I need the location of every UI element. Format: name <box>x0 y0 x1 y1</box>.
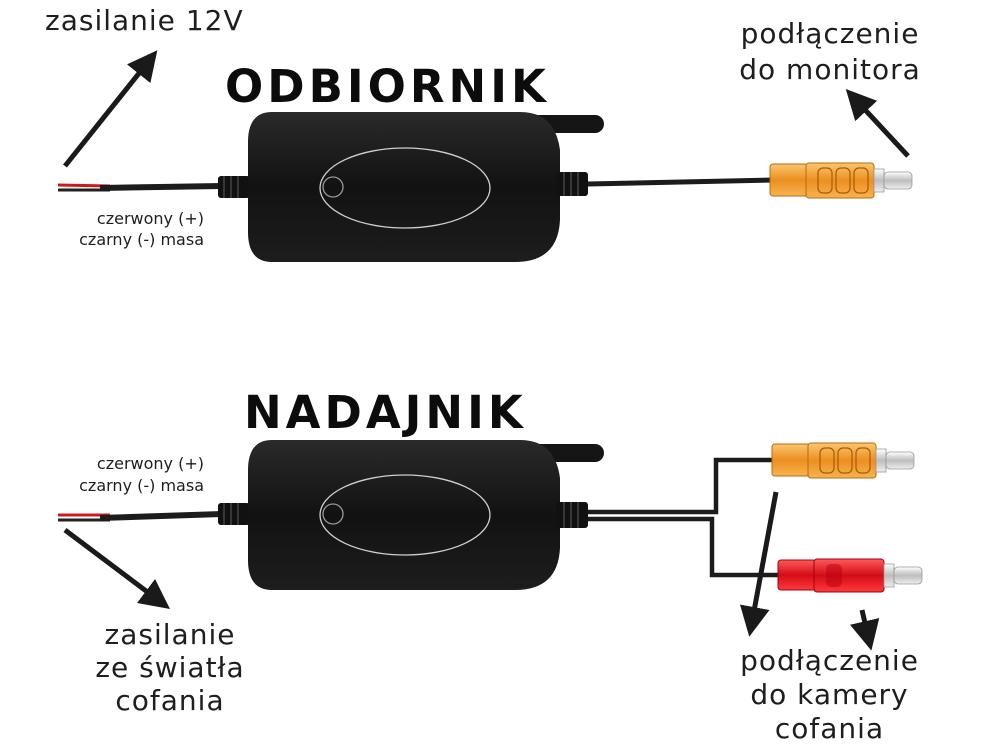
camera-label-line-2: do kamery <box>750 678 909 711</box>
receiver-wire-red-label: czerwony (+) <box>96 209 204 228</box>
camera-label-line-1: podłączenie <box>740 644 919 677</box>
receiver-wire-black-label: czarny (-) masa <box>79 230 204 249</box>
receiver-power-wires <box>57 183 223 192</box>
transmitter-strain-relief-right <box>556 502 588 528</box>
receiver-yellow-rca-plug <box>769 162 913 199</box>
receiver-power-arrow <box>63 50 158 168</box>
receiver-device <box>57 112 913 262</box>
monitor-arrow <box>845 89 910 158</box>
receiver-wire-label: czerwony (+) czarny (-) masa <box>14 208 204 250</box>
transmitter-led <box>322 503 344 525</box>
receiver-strain-relief-left <box>218 176 250 198</box>
monitor-label-line-2: do monitora <box>739 53 921 86</box>
transmitter-power-arrow <box>63 528 170 610</box>
transmitter-title: NADAJNIK <box>244 386 527 439</box>
transmitter-device <box>58 440 923 593</box>
camera-label-line-3: cofania <box>774 712 885 745</box>
receiver-strain-relief-right <box>556 172 588 196</box>
receiver-power-label: zasilanie 12V <box>45 4 244 37</box>
transmitter-red-rca-plug <box>777 558 923 593</box>
transmitter-strain-relief-left <box>218 503 250 525</box>
receiver-video-cable <box>587 177 776 187</box>
transmitter-power-label: zasilanie ze światła cofania <box>50 618 290 717</box>
camera-label: podłączenie do kamery cofania <box>692 644 967 746</box>
receiver-led <box>322 176 344 198</box>
transmitter-power-line-2: ze światła <box>95 651 245 684</box>
transmitter-body <box>248 440 560 590</box>
transmitter-power-wires <box>58 511 223 522</box>
transmitter-power-line-1: zasilanie <box>104 618 236 651</box>
transmitter-wire-black-label: czarny (-) masa <box>79 476 204 495</box>
transmitter-yellow-rca-plug <box>771 442 915 479</box>
transmitter-wire-red-label: czerwony (+) <box>96 454 204 473</box>
camera-arrow-long <box>739 491 779 637</box>
receiver-body <box>248 112 560 262</box>
monitor-label: podłączenie do monitora <box>695 16 965 88</box>
camera-arrow-short <box>850 609 880 651</box>
transmitter-wire-label: czerwony (+) czarny (-) masa <box>14 453 204 497</box>
transmitter-oval-panel <box>319 474 491 556</box>
transmitter-split-cables <box>588 457 780 578</box>
transmitter-power-line-3: cofania <box>115 684 225 717</box>
receiver-oval-panel <box>319 147 491 229</box>
receiver-title: ODBIORNIK <box>225 60 550 113</box>
monitor-label-line-1: podłączenie <box>740 17 920 50</box>
